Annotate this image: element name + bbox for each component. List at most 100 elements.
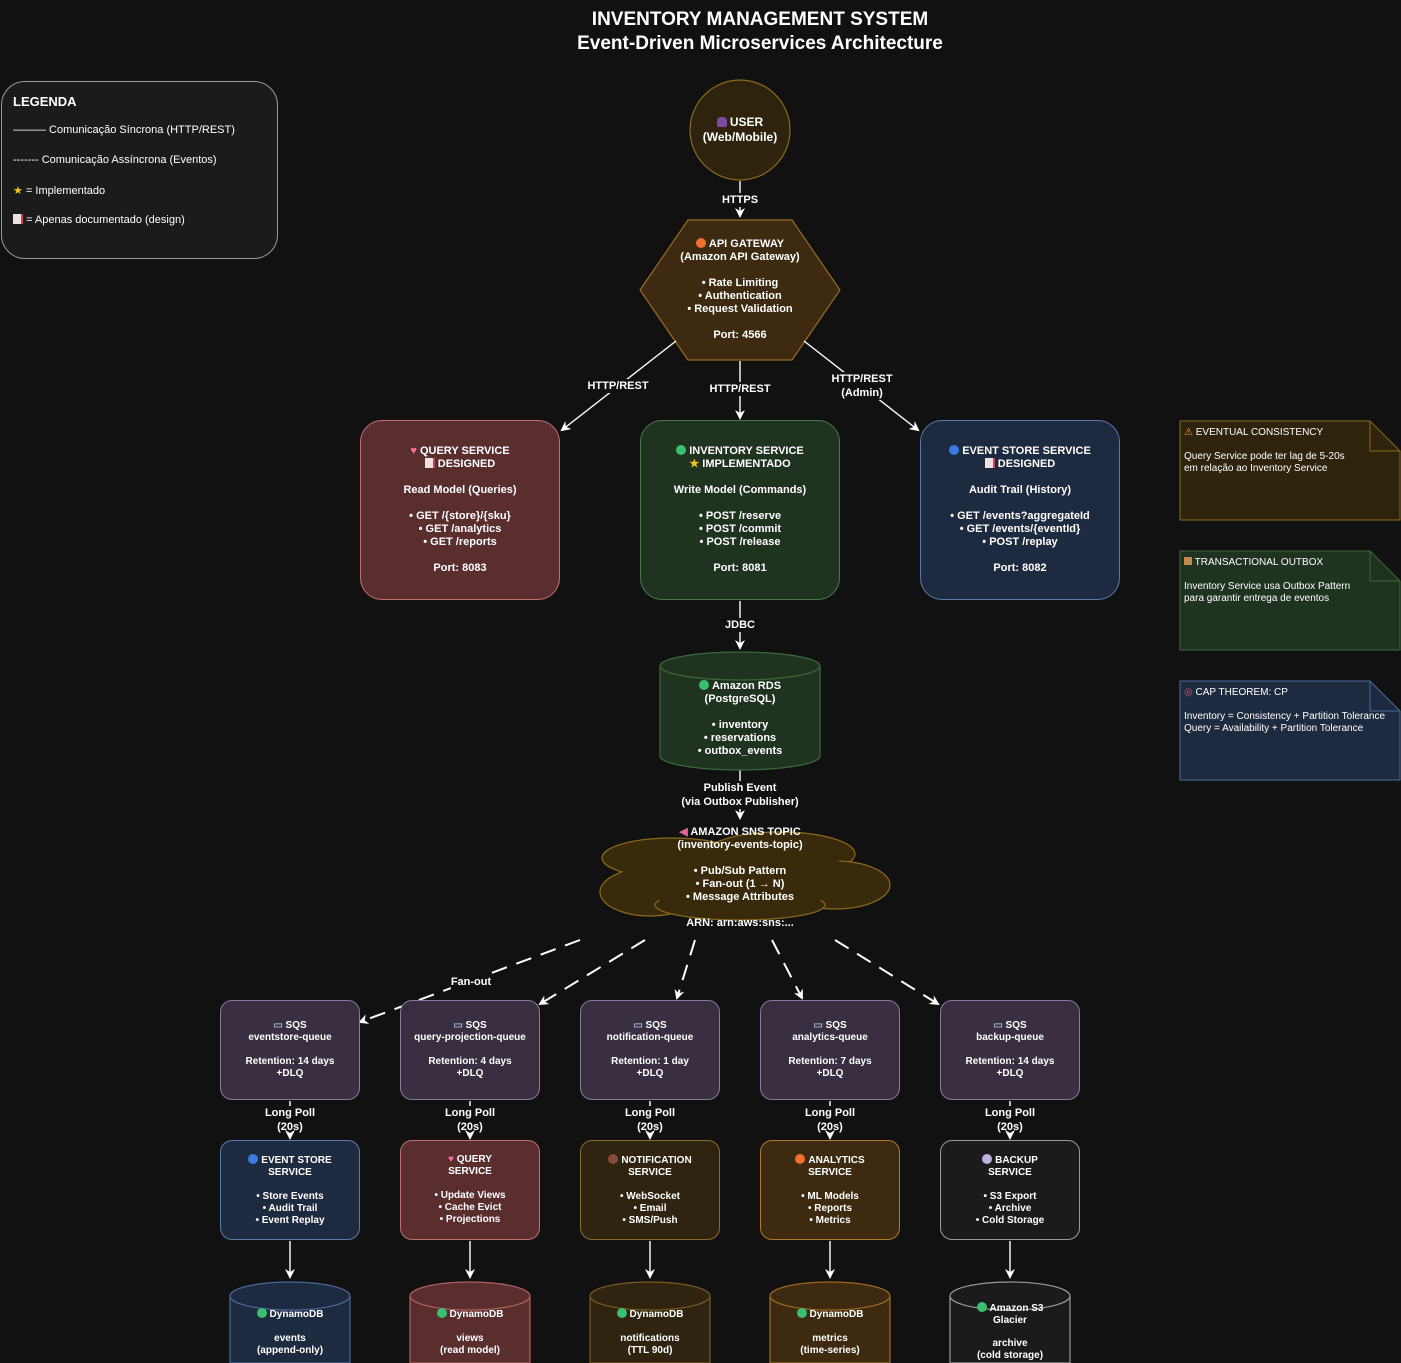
edge-label-rest-right-2: (Admin) bbox=[841, 387, 883, 399]
store-archive: Amazon S3 Glacier archive (cold storage) bbox=[950, 1302, 1070, 1362]
longpoll-label-1: Long Poll bbox=[624, 1107, 676, 1119]
diagram-title: INVENTORY MANAGEMENT SYSTEM Event-Driven… bbox=[0, 8, 1401, 56]
consumer-title: BACKUP bbox=[995, 1154, 1038, 1166]
blue-circle-icon bbox=[949, 445, 960, 455]
consumer-title: NOTIFICATION bbox=[621, 1154, 692, 1166]
sqs-title: SQS bbox=[645, 1020, 667, 1031]
sqs-queue-name: notification-queue bbox=[606, 1032, 694, 1043]
note-shape-eventual bbox=[1179, 420, 1401, 521]
sns-title: AMAZON SNS TOPIC bbox=[690, 826, 801, 838]
sqs-queue-name: eventstore-queue bbox=[248, 1032, 332, 1043]
star-icon: ★ bbox=[13, 185, 23, 197]
store-note: (time-series) bbox=[800, 1345, 860, 1356]
sqs-dlq: +DLQ bbox=[996, 1068, 1024, 1079]
consumer-subtitle: SERVICE bbox=[628, 1166, 672, 1178]
sqs-dlq: +DLQ bbox=[456, 1068, 484, 1079]
note-line: Query = Availability + Partition Toleran… bbox=[1184, 723, 1364, 734]
inventory-service-status: IMPLEMENTADO bbox=[702, 458, 791, 470]
query-service-endpoint: • GET /reports bbox=[423, 536, 497, 548]
consumer-bullet: • Event Replay bbox=[255, 1214, 325, 1226]
consumer-bullet: • WebSocket bbox=[620, 1190, 680, 1202]
consumer-backup: BACKUP SERVICE • S3 Export • Archive • C… bbox=[940, 1140, 1080, 1240]
event-store-service-model: Audit Trail (History) bbox=[968, 484, 1072, 496]
green-circle-icon bbox=[436, 1308, 447, 1318]
store-table: notifications bbox=[620, 1333, 680, 1344]
event-store-service-title: EVENT STORE SERVICE bbox=[962, 445, 1091, 457]
note-shape-outbox bbox=[1179, 550, 1401, 651]
store-table: archive bbox=[992, 1338, 1028, 1349]
edge-label-rest-right: HTTP/REST (Admin) bbox=[831, 372, 893, 400]
sqs-dlq: +DLQ bbox=[816, 1068, 844, 1079]
pink-heart-icon: ♥ bbox=[410, 445, 417, 457]
sqs-dlq: +DLQ bbox=[276, 1068, 304, 1079]
sns-bullet: • Message Attributes bbox=[686, 891, 794, 903]
sqs-title: SQS bbox=[1005, 1020, 1027, 1031]
edge-label-publish-2: (via Outbox Publisher) bbox=[681, 796, 799, 808]
note-title: EVENTUAL CONSISTENCY bbox=[1195, 427, 1324, 438]
note-line: Inventory Service usa Outbox Pattern bbox=[1184, 581, 1351, 592]
store-table: views bbox=[456, 1333, 484, 1344]
user-node: USER (Web/Mobile) bbox=[690, 80, 790, 180]
gateway-port: Port: 4566 bbox=[713, 329, 767, 341]
consumer-bullet: • Archive bbox=[988, 1202, 1032, 1214]
consumer-analytics: ANALYTICS SERVICE • ML Models • Reports … bbox=[760, 1140, 900, 1240]
consumer-bullet: • Metrics bbox=[809, 1214, 851, 1226]
consumer-subtitle: SERVICE bbox=[808, 1166, 852, 1178]
green-circle-icon bbox=[616, 1308, 627, 1318]
green-circle-icon bbox=[676, 445, 687, 455]
inventory-service-port: Port: 8081 bbox=[713, 562, 767, 574]
note-eventual-consistency: ⚠ EVENTUAL CONSISTENCY Query Service pod… bbox=[1182, 421, 1372, 519]
fanout-edge-notification bbox=[674, 939, 696, 1000]
note-shape-cap bbox=[1179, 680, 1401, 781]
memo-icon bbox=[424, 458, 435, 468]
rds-table: • inventory bbox=[711, 719, 769, 731]
store-title-2: Glacier bbox=[993, 1315, 1027, 1326]
longpoll-label-2: (20s) bbox=[637, 1121, 663, 1133]
consumer-subtitle: SERVICE bbox=[448, 1166, 492, 1177]
consumer-bullet: • Reports bbox=[807, 1202, 853, 1214]
store-note: (append-only) bbox=[256, 1345, 324, 1356]
sqs-queue-notification: ▭ SQS notification-queue Retention: 1 da… bbox=[580, 1000, 720, 1100]
store-table: metrics bbox=[812, 1333, 848, 1344]
consumer-title: QUERY bbox=[456, 1154, 492, 1165]
longpoll-label-1: Long Poll bbox=[264, 1107, 316, 1119]
lavender-circle-icon bbox=[982, 1153, 993, 1164]
store-notifications: DynamoDB notifications (TTL 90d) bbox=[590, 1308, 710, 1360]
event-store-service-endpoint: • POST /replay bbox=[982, 536, 1058, 548]
sqs-queue-analytics: ▭ SQS analytics-queue Retention: 7 days … bbox=[760, 1000, 900, 1100]
event-store-service-port: Port: 8082 bbox=[993, 562, 1047, 574]
store-title: DynamoDB bbox=[269, 1309, 324, 1320]
rds-node: Amazon RDS (PostgreSQL) • inventory • re… bbox=[660, 680, 820, 770]
rds-table: • outbox_events bbox=[697, 745, 783, 757]
consumer-query: ♥ QUERY SERVICE • Update Views • Cache E… bbox=[400, 1140, 540, 1240]
store-edges bbox=[285, 1241, 1015, 1279]
event-store-service-status: DESIGNED bbox=[997, 458, 1056, 470]
gateway-subtitle: (Amazon API Gateway) bbox=[680, 251, 800, 263]
edge-label-jdbc: JDBC bbox=[725, 618, 755, 632]
star-icon: ★ bbox=[689, 458, 700, 470]
consumer-title: EVENT STORE bbox=[261, 1154, 332, 1166]
inventory-service-endpoint: • POST /release bbox=[699, 536, 781, 548]
query-service-endpoint: • GET /analytics bbox=[418, 523, 502, 535]
longpoll-label: Long Poll(20s) bbox=[985, 1106, 1035, 1134]
longpoll-label: Long Poll(20s) bbox=[445, 1106, 495, 1134]
event-store-service-node: EVENT STORE SERVICE DESIGNED Audit Trail… bbox=[920, 420, 1120, 600]
legend: LEGENDA ——— Comunicação Síncrona (HTTP/R… bbox=[1, 81, 278, 259]
inbox-icon: ▭ bbox=[813, 1020, 823, 1031]
store-metrics: DynamoDB metrics (time-series) bbox=[770, 1308, 890, 1360]
query-service-endpoint: • GET /{store}/{sku} bbox=[409, 510, 511, 522]
longpoll-label-2: (20s) bbox=[277, 1121, 303, 1133]
sns-node: ◀ AMAZON SNS TOPIC (inventory-events-top… bbox=[620, 826, 860, 936]
sns-subtitle: (inventory-events-topic) bbox=[677, 839, 803, 851]
blue-circle-icon bbox=[248, 1153, 259, 1164]
event-store-service-endpoint: • GET /events/{eventId} bbox=[959, 523, 1081, 535]
memo-icon bbox=[984, 458, 995, 468]
consumer-subtitle: SERVICE bbox=[988, 1166, 1032, 1178]
inbox-icon: ▭ bbox=[453, 1020, 463, 1031]
api-gateway-node: API GATEWAY (Amazon API Gateway) • Rate … bbox=[660, 222, 820, 358]
sqs-retention: Retention: 4 days bbox=[428, 1056, 512, 1067]
store-events: DynamoDB events (append-only) bbox=[230, 1308, 350, 1360]
gateway-bullet: • Rate Limiting bbox=[701, 277, 779, 289]
sqs-queue-name: query-projection-queue bbox=[414, 1032, 526, 1043]
api-gateway-shape bbox=[639, 219, 841, 361]
